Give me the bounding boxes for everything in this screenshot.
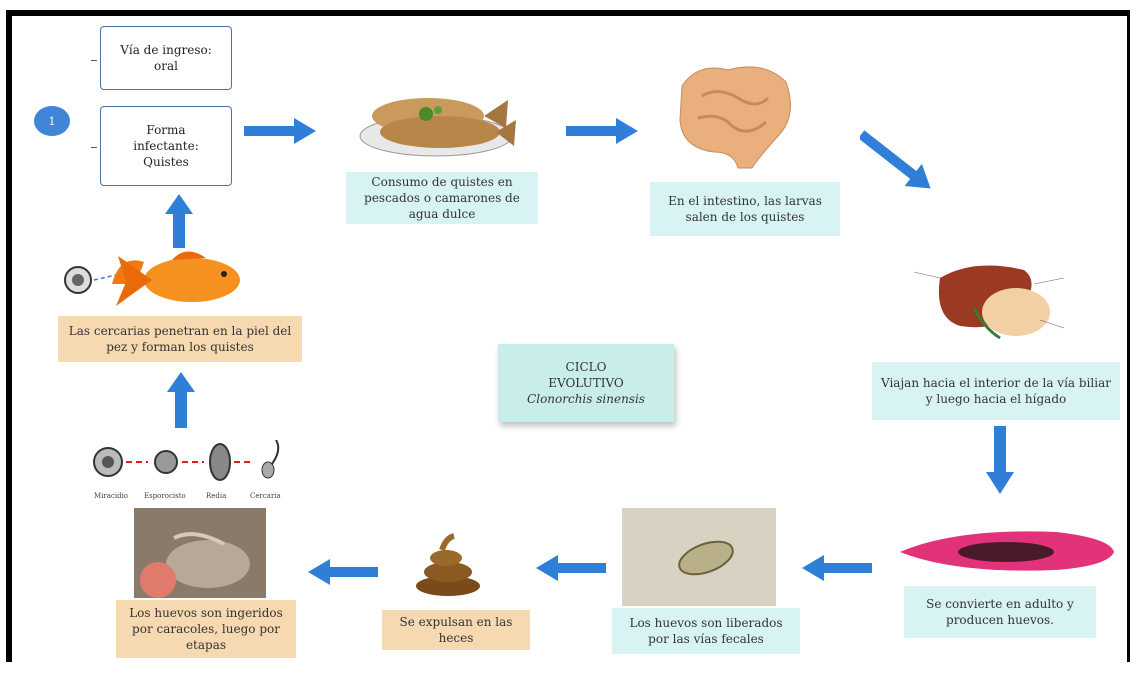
bile-duct-step: Viajan hacia el interior de la vía bilia… [872, 362, 1120, 420]
arrow-up-1 [167, 372, 195, 428]
consumption-step: Consumo de quistes en pescados o camaron… [346, 172, 538, 224]
arrow-left-2 [536, 555, 606, 581]
connector-tick [91, 60, 97, 61]
entry-route-box: Vía de ingreso: oral [100, 26, 232, 90]
adult-fluke-image [900, 531, 1114, 571]
stage-label-esporocisto: Esporocisto [144, 492, 186, 500]
feces-image [416, 533, 480, 596]
intestine-step: En el intestino, las larvas salen de los… [650, 182, 840, 236]
title-note: CICLO EVOLUTIVO Clonorchis sinensis [498, 344, 674, 422]
entry-value: oral [154, 59, 178, 73]
note-line3: Clonorchis sinensis [527, 392, 645, 407]
adult-step: Se convierte en adulto y producen huevos… [904, 586, 1096, 638]
arrow-up-2 [165, 194, 193, 248]
eggs-released-step: Los huevos son liberados por las vías fe… [612, 608, 800, 654]
infective-form-box: Forma infectante: Quistes [100, 106, 232, 186]
stage-label-cercaria: Cercaria [250, 492, 281, 500]
infective-line2: infectante: [133, 138, 199, 153]
note-line1: CICLO [565, 359, 607, 374]
expelled-step: Se expulsan en las heces [382, 610, 530, 650]
snail-step: Los huevos son ingeridos por caracoles, … [116, 600, 296, 658]
note-line2: EVOLUTIVO [548, 375, 624, 390]
entry-title: Vía de ingreso: [120, 42, 212, 57]
stage-label-redia: Redia [206, 492, 227, 500]
arrow-right-1 [244, 118, 316, 144]
arrow-left-1 [802, 555, 872, 581]
stage-label-miracidio: Miracidio [94, 492, 129, 500]
goldfish-image [64, 251, 240, 306]
infective-line3: Quistes [143, 155, 189, 170]
liver-image [913, 265, 1065, 340]
cercariae-step: Las cercarias penetran en la piel del pe… [58, 316, 302, 362]
arrow-right-2 [566, 118, 638, 144]
intestine-image [679, 66, 791, 169]
snail-image [134, 508, 266, 598]
egg-image [622, 508, 776, 606]
fish-dish-image [359, 98, 516, 157]
arrow-down-1 [986, 426, 1014, 494]
arrow-left-3 [308, 559, 378, 585]
arrow-down-right [860, 130, 931, 189]
larval-stages-image [93, 440, 280, 481]
start-badge: 1 [34, 106, 70, 136]
connector-tick [91, 147, 97, 148]
infective-line1: Forma [146, 122, 186, 137]
